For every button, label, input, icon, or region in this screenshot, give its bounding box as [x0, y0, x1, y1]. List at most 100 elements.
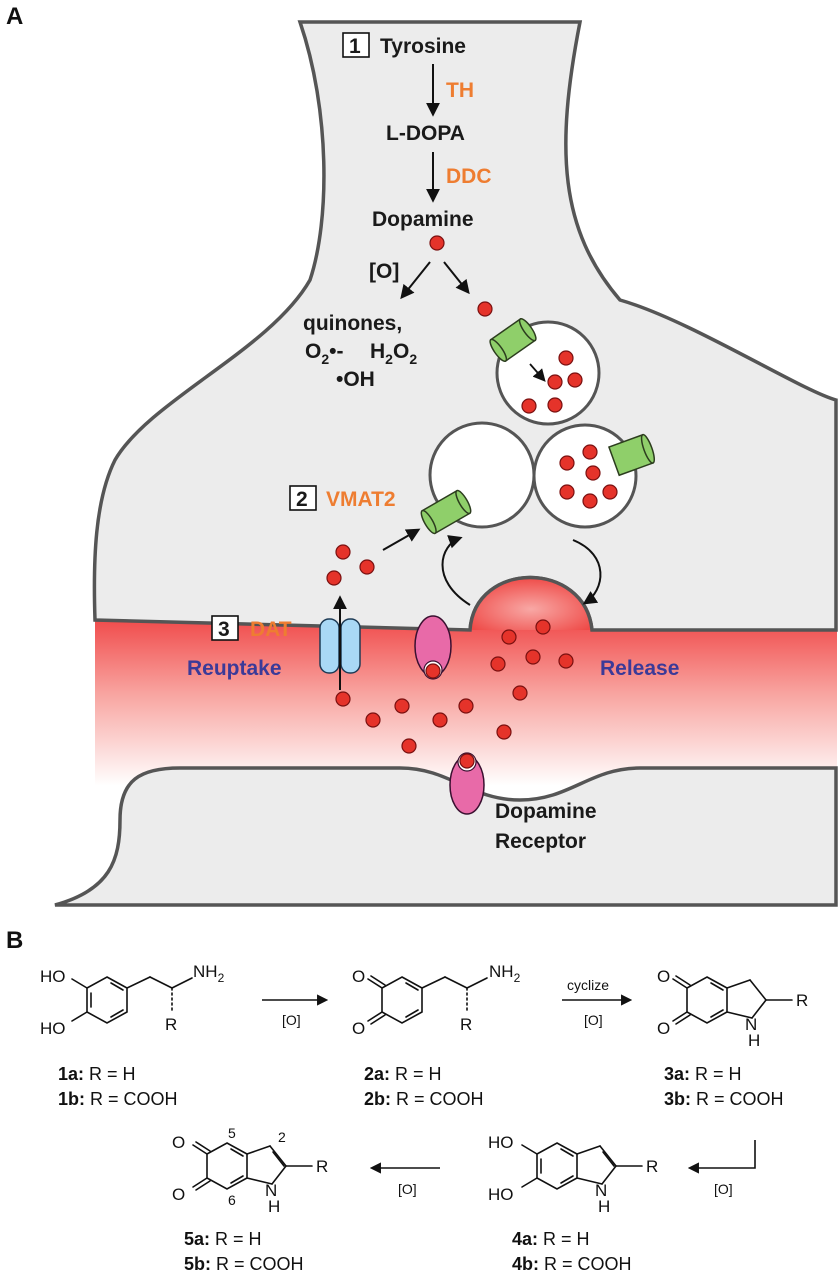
o-label: O — [657, 1019, 670, 1038]
n-label: N — [745, 1015, 757, 1034]
dopamine-molecule — [326, 570, 342, 586]
position-5-label: 5 — [228, 1125, 236, 1141]
oxidation-label: [O] — [369, 260, 399, 283]
oxidation-3: [O] — [714, 1181, 733, 1197]
release-label: Release — [600, 657, 679, 680]
r-label: R — [316, 1157, 328, 1176]
compound-3b-caption: 3b: R = COOH — [664, 1089, 784, 1109]
vmat2-transporter — [489, 317, 537, 363]
ros-superoxide: O2•- — [305, 340, 344, 367]
arrow-into-vesicle — [529, 363, 546, 382]
dopamine-receptor — [449, 752, 485, 815]
ddc-enzyme: DDC — [446, 165, 492, 188]
compound-4-structure: HO HO N H R — [488, 1133, 658, 1216]
step-1-number: 1 — [349, 35, 361, 58]
nh2-label: NH2 — [489, 962, 521, 985]
compound-3a-caption: 3a: R = H — [664, 1064, 742, 1084]
ldopa-label: L-DOPA — [386, 122, 465, 145]
compound-3-structure: O O N H R — [657, 967, 808, 1050]
presynaptic-terminal — [92, 20, 838, 632]
quinones-label: quinones, — [303, 312, 402, 335]
panel-b-label: B — [6, 927, 23, 954]
h-label: H — [268, 1197, 280, 1216]
oxidation-4: [O] — [398, 1181, 417, 1197]
dopamine-molecule — [359, 559, 375, 575]
step-3-number: 3 — [218, 618, 230, 641]
dopamine-molecule — [429, 235, 445, 251]
ros-hydroxyl: •OH — [336, 368, 375, 391]
compound-2a-caption: 2a: R = H — [364, 1064, 442, 1084]
dopamine-molecule — [477, 301, 493, 317]
n-label: N — [265, 1181, 277, 1200]
vmat2-transporter — [607, 433, 656, 477]
dopamine-molecule — [602, 484, 618, 500]
n-label: N — [595, 1181, 607, 1200]
oxidation-2: [O] — [584, 1012, 603, 1028]
receptor-label-line2: Receptor — [495, 830, 586, 853]
r-label: R — [460, 1015, 472, 1034]
autoreceptor — [414, 615, 452, 680]
o-label: O — [352, 1019, 365, 1038]
oxidation-1: [O] — [282, 1012, 301, 1028]
ho-label: HO — [488, 1185, 514, 1204]
vmat2-label: VMAT2 — [326, 488, 396, 511]
dopamine-molecule — [559, 455, 575, 471]
dopamine-molecule — [547, 397, 563, 413]
ho-label: HO — [40, 967, 66, 986]
arrow-recycle-down — [572, 539, 602, 605]
dopamine-label: Dopamine — [372, 208, 474, 231]
step-2-number: 2 — [296, 488, 308, 511]
compound-1a-caption: 1a: R = H — [58, 1064, 136, 1084]
release-site — [470, 577, 592, 630]
h-label: H — [748, 1031, 760, 1050]
o-label: O — [352, 967, 365, 986]
dat-label: DAT — [250, 618, 292, 641]
position-2-label: 2 — [278, 1129, 286, 1145]
released-dopamine — [365, 619, 574, 754]
compound-5-structure: O O 5 6 2 N H R — [172, 1125, 328, 1216]
dopamine-molecule — [582, 493, 598, 509]
r-label: R — [165, 1015, 177, 1034]
postsynaptic-cell — [54, 766, 838, 907]
arrow-to-vmat2 — [382, 528, 421, 551]
dat-transporter-left — [319, 618, 340, 674]
dopamine-molecule — [335, 544, 351, 560]
compound-4a-caption: 4a: R = H — [512, 1229, 590, 1249]
panel-a-label: A — [6, 3, 23, 30]
dopamine-molecule — [567, 372, 583, 388]
compound-5a-caption: 5a: R = H — [184, 1229, 262, 1249]
o-label: O — [172, 1185, 185, 1204]
step-1-box — [342, 32, 370, 58]
cyclize-label: cyclize — [567, 977, 609, 993]
compound-1b-caption: 1b: R = COOH — [58, 1089, 178, 1109]
step-3-box — [211, 615, 239, 641]
dopamine-molecule — [547, 374, 563, 390]
dopamine-molecule — [558, 350, 574, 366]
compound-2b-caption: 2b: R = COOH — [364, 1089, 484, 1109]
receptor-label-line1: Dopamine — [495, 800, 597, 823]
compound-2-structure: O O NH2 R — [352, 962, 521, 1038]
o-label: O — [172, 1133, 185, 1152]
arrow-recycle-up — [441, 535, 471, 606]
arrow-step3 — [687, 1140, 756, 1174]
nh2-label: NH2 — [193, 962, 225, 985]
dopamine-molecule — [585, 465, 601, 481]
r-label: R — [646, 1157, 658, 1176]
step-2-box — [289, 485, 317, 511]
compound-1-structure: HO HO NH2 R — [40, 962, 225, 1038]
reuptake-label: Reuptake — [187, 657, 282, 680]
vesicle-full — [532, 423, 638, 529]
vmat2-transporter — [420, 489, 472, 535]
dopamine-molecule — [582, 444, 598, 460]
ho-label: HO — [40, 1019, 66, 1038]
dopamine-molecule — [335, 691, 351, 707]
dopamine-molecule — [521, 398, 537, 414]
dat-transporter-right — [340, 618, 361, 674]
r-label: R — [796, 991, 808, 1010]
compound-5b-caption: 5b: R = COOH — [184, 1254, 304, 1274]
ho-label: HO — [488, 1133, 514, 1152]
o-label: O — [657, 967, 670, 986]
compound-4b-caption: 4b: R = COOH — [512, 1254, 632, 1274]
arrow-vmat-path — [443, 261, 470, 295]
